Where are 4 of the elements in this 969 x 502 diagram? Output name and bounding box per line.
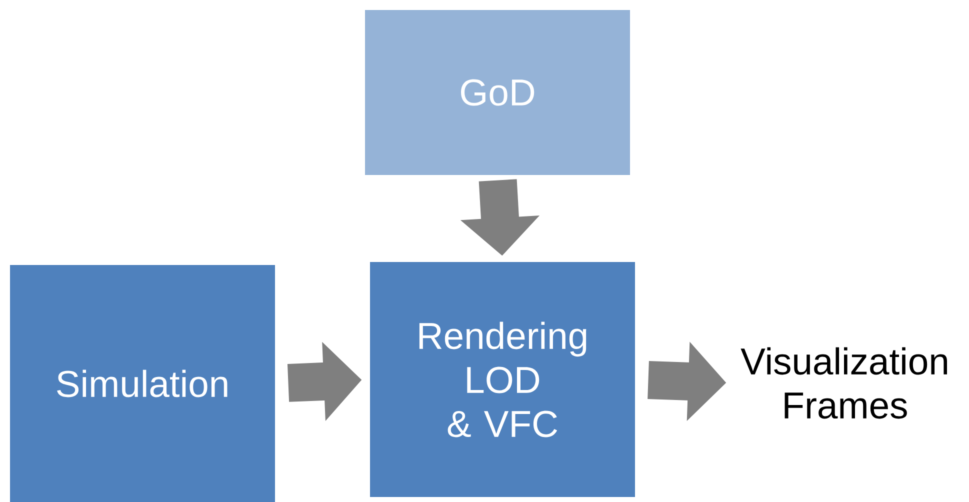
output-label: Visualization Frames bbox=[740, 347, 947, 419]
process-box: GoD bbox=[365, 10, 630, 175]
process-box: Rendering LOD & VFC bbox=[370, 262, 635, 497]
process-box: Simulation bbox=[10, 265, 275, 502]
